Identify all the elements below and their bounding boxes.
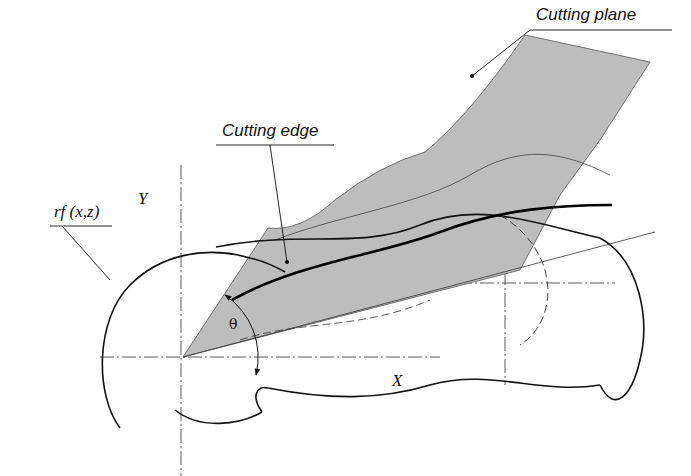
profile-curve xyxy=(275,154,610,240)
axis-label: Y xyxy=(138,190,147,209)
leader-lines xyxy=(50,30,672,280)
function-label: rf (x,z) xyxy=(54,203,99,222)
hidden-edge xyxy=(240,300,430,340)
edge-label: Cutting edge xyxy=(222,122,318,141)
leader-dot xyxy=(470,74,474,78)
cutting-plane xyxy=(183,35,650,357)
angle-arc xyxy=(225,295,258,375)
axis-label: X xyxy=(392,372,402,391)
plane-label: Cutting plane xyxy=(536,6,636,25)
hidden-edge xyxy=(500,215,548,345)
axis-line xyxy=(183,232,655,357)
leader-dot xyxy=(285,260,289,264)
angle-label: θ xyxy=(229,317,237,332)
cylinder-outline xyxy=(102,214,643,428)
cutting-edge-line xyxy=(232,205,612,300)
